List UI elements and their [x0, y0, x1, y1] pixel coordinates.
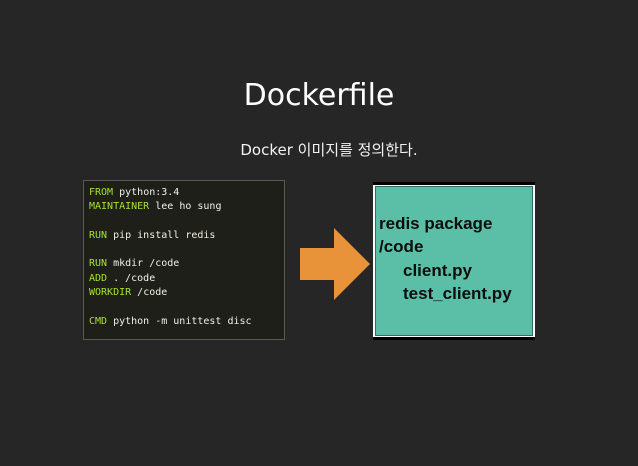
code-line [89, 300, 284, 314]
slide-title: Dockerfile [243, 78, 395, 113]
container-contents-box: redis package /code client.py test_clien… [375, 186, 533, 336]
code-text: python:3.4 [113, 187, 180, 198]
code-line: RUN pip install redis [89, 229, 284, 243]
code-text: lee ho sung [149, 201, 222, 213]
code-line: FROM python:3.4 [89, 186, 284, 200]
code-line: WORKDIR /code [89, 286, 284, 300]
slide-subtitle: Docker 이미지를 정의한다. [240, 141, 418, 159]
code-keyword: FROM [89, 187, 114, 198]
code-line [89, 243, 284, 257]
code-text: /code [131, 287, 168, 299]
code-line: MAINTAINER lee ho sung [89, 200, 284, 214]
code-line: ADD . /code [89, 272, 284, 286]
result-line-file: client.py [403, 261, 472, 280]
code-line: CMD python -m unittest disc [89, 315, 284, 329]
code-text: . /code [107, 272, 156, 284]
dockerfile-code-panel: FROM python:3.4 MAINTAINER lee ho sung R… [83, 180, 285, 340]
code-line [89, 215, 284, 229]
code-keyword: RUN [89, 258, 108, 270]
code-text: mkdir /code [107, 258, 180, 270]
arrow-right-icon [300, 228, 370, 300]
result-line-dir: /code [379, 237, 424, 256]
code-text: python -m unittest disc [107, 315, 252, 327]
code-keyword: ADD [89, 272, 108, 284]
code-keyword: CMD [89, 315, 108, 327]
code-keyword: WORKDIR [89, 287, 132, 299]
code-line: RUN mkdir /code [89, 257, 284, 271]
result-line-file: test_client.py [403, 284, 512, 303]
code-keyword: MAINTAINER [89, 201, 150, 213]
container-contents-frame: redis package /code client.py test_clien… [373, 182, 535, 340]
code-keyword: RUN [89, 229, 108, 241]
result-line-package: redis package [379, 214, 493, 233]
code-text: pip install redis [107, 229, 216, 241]
